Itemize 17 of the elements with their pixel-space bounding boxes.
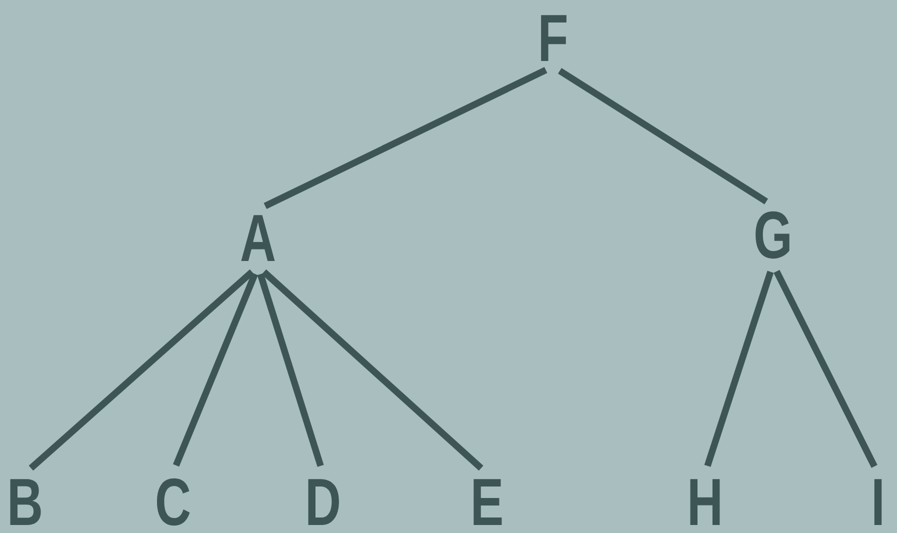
tree-line — [28, 269, 254, 471]
node-letter: I — [874, 479, 882, 525]
node-letter: D — [308, 479, 339, 525]
tree-line — [558, 68, 768, 204]
node-letter: H — [690, 479, 720, 525]
node-letter: B — [10, 479, 41, 525]
tree-line — [257, 273, 324, 467]
node-letter: E — [474, 479, 502, 525]
node-letter: F — [541, 15, 566, 61]
node-letter: G — [756, 211, 790, 259]
tree-line — [774, 270, 878, 468]
tree-line — [172, 272, 258, 467]
tree-line — [262, 269, 484, 471]
tree-line — [704, 270, 774, 467]
tree-line — [264, 67, 548, 209]
node-letter: C — [157, 478, 190, 526]
node-letter: A — [241, 215, 275, 261]
